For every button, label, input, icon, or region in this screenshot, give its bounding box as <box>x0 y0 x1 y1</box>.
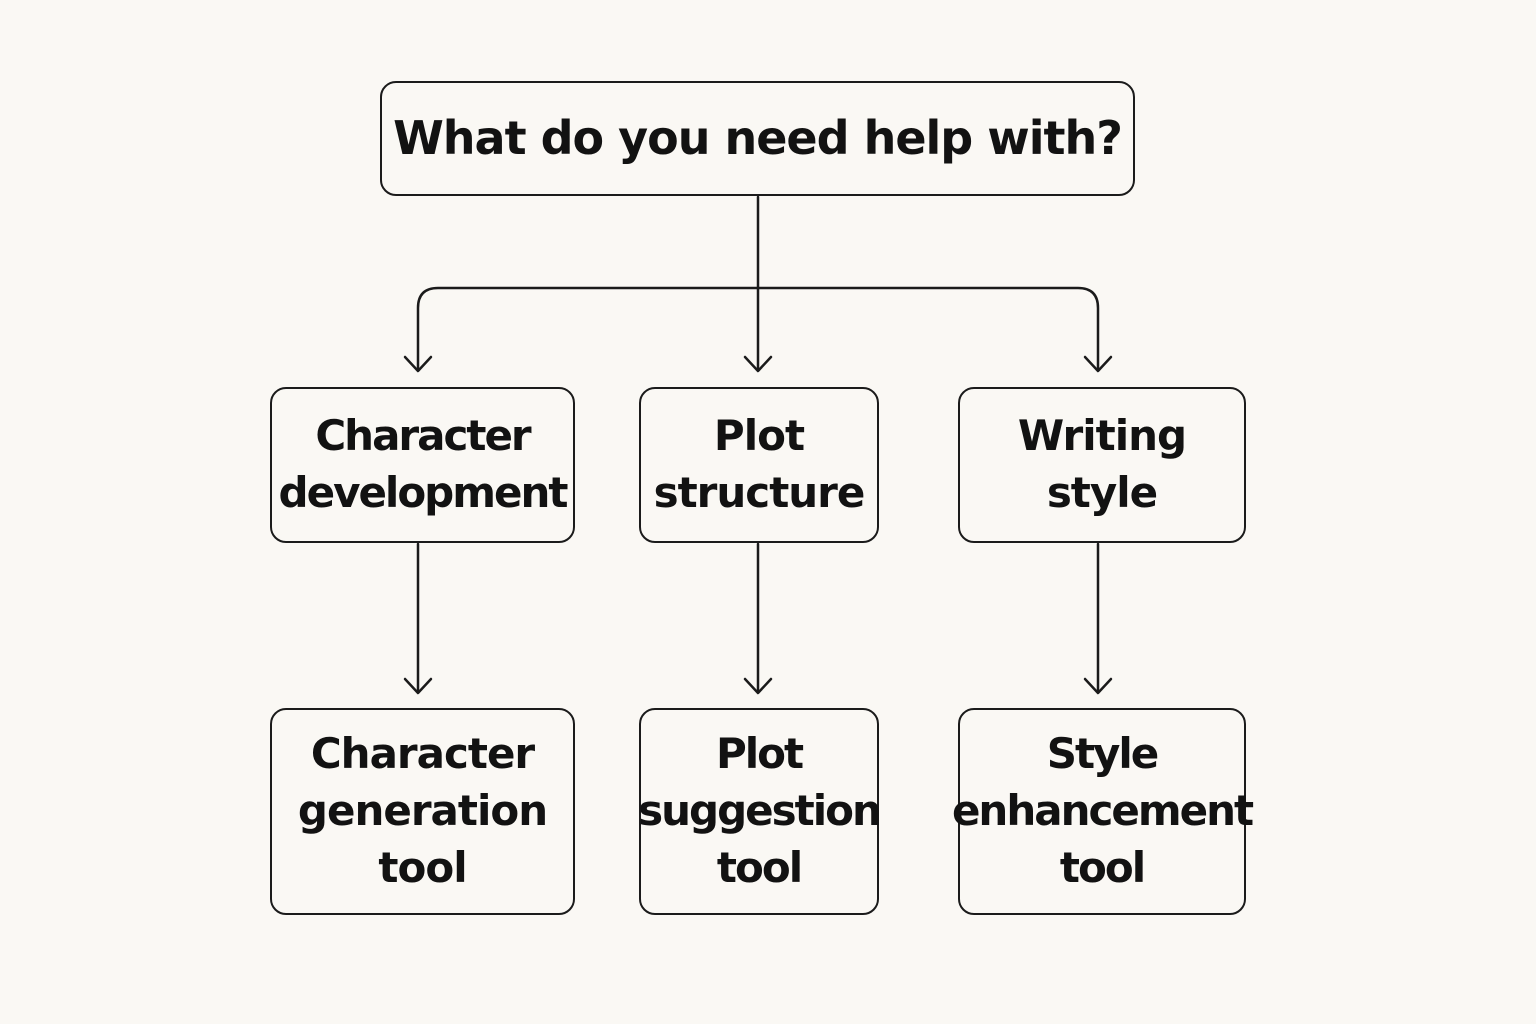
tool-label-line: Plot <box>715 729 804 779</box>
arrowhead-to-style-enhancement-tool <box>1083 677 1113 695</box>
category-label-line: structure <box>653 468 866 517</box>
category-label-line: development <box>278 468 569 517</box>
arrowhead-to-plot-structure <box>743 355 773 373</box>
tool-label-line: Character <box>310 729 535 779</box>
tool-node-style-enhancement: Style enhancement tool <box>952 708 1254 915</box>
arrowhead-to-character-development <box>403 355 433 373</box>
arrowhead-to-plot-suggestion-tool <box>743 677 773 695</box>
arrowhead-to-writing-style <box>1083 355 1113 373</box>
connector-splitter-right <box>756 286 1100 372</box>
arrowhead-to-character-generation-tool <box>403 677 433 695</box>
tool-node-character-generation: Character generation tool <box>270 708 575 915</box>
category-node-character-development: Character development <box>270 387 575 543</box>
tool-label-line: Style <box>1046 729 1160 779</box>
tool-label-line: suggestion <box>638 786 882 836</box>
category-label-line: style <box>1046 468 1158 517</box>
category-label-line: Writing <box>1017 411 1187 461</box>
tool-label-line: tool <box>1059 842 1146 892</box>
connector-splitter-left <box>416 286 760 372</box>
tool-label-line: generation <box>297 786 548 836</box>
root-question-node: What do you need help with? <box>380 81 1135 196</box>
category-label-line: Character <box>315 411 531 461</box>
tool-label-line: tool <box>716 842 803 892</box>
root-question-text: What do you need help with? <box>393 110 1123 165</box>
tool-node-plot-suggestion: Plot suggestion tool <box>638 708 882 915</box>
category-node-plot-structure: Plot structure <box>639 387 879 543</box>
tool-label-line: enhancement <box>951 786 1254 836</box>
tool-label-line: tool <box>378 842 467 892</box>
category-node-writing-style: Writing style <box>958 387 1246 543</box>
category-label-line: Plot <box>713 411 805 461</box>
